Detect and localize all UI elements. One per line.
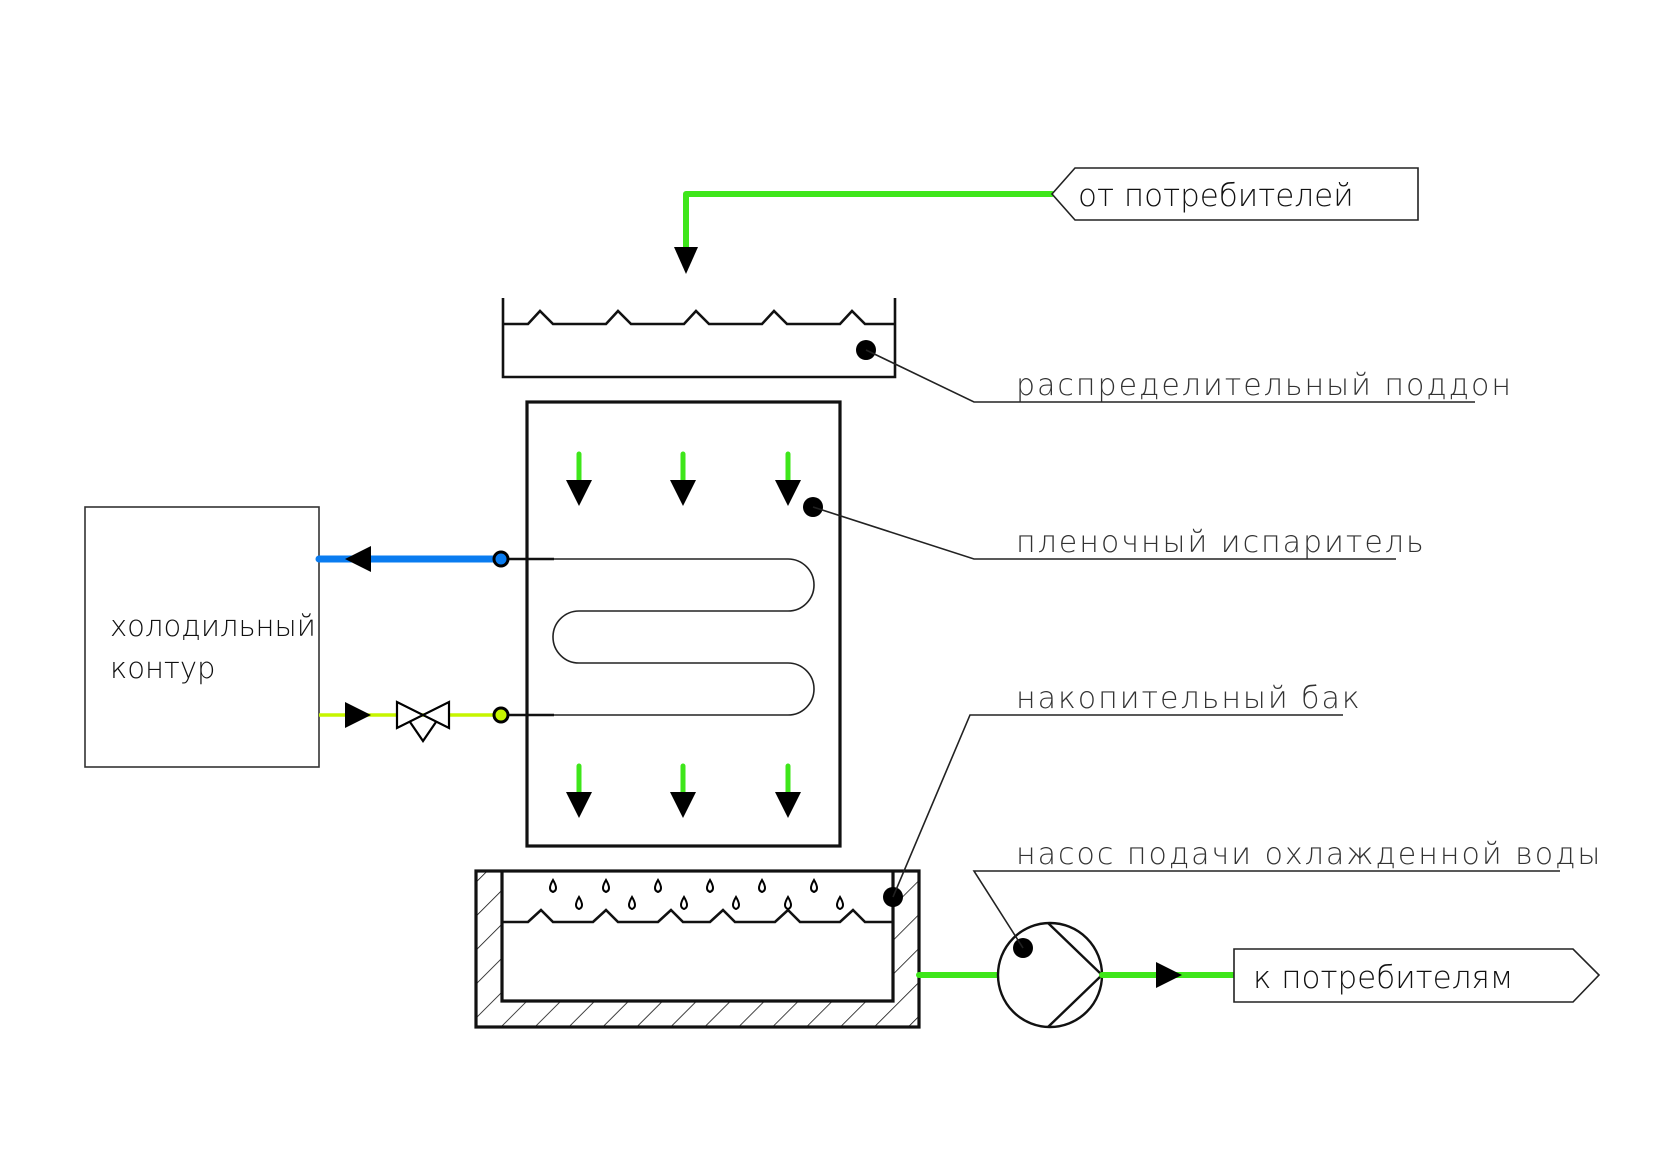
arrow-down-icon <box>775 480 801 506</box>
water-drop-icon <box>784 895 792 911</box>
water-drop-icon <box>758 878 766 894</box>
valve-icon <box>395 700 451 743</box>
arrow-down-icon <box>670 792 696 818</box>
arrow-right-icon <box>345 702 371 728</box>
refrigeration-box-line2: контур <box>110 651 215 685</box>
refrigeration-circuit-box: холодильный контур <box>84 506 320 768</box>
film-evaporator <box>500 400 842 848</box>
svg-text:накопительный бак: накопительный бак <box>1016 681 1362 716</box>
svg-text:распределительный поддон: распределительный поддон <box>1016 368 1513 403</box>
callout-distribution-tray: распределительный поддон <box>865 349 1513 403</box>
water-drop-icon <box>836 895 844 911</box>
arrow-down-icon <box>566 792 592 818</box>
arrow-left-icon <box>345 546 371 572</box>
storage-tank <box>474 869 921 1029</box>
water-drop-icon <box>628 895 636 911</box>
outlet-terminal-label: к потребителям <box>1253 960 1513 996</box>
refrigerant-vapor-line <box>315 546 510 572</box>
inlet-pipe <box>674 191 1055 274</box>
callout-film-evaporator: пленочный испаритель <box>812 506 1426 560</box>
water-drops <box>549 878 844 911</box>
chilled-water-pump <box>996 921 1104 1029</box>
water-drop-icon <box>680 895 688 911</box>
arrow-down-icon <box>775 792 801 818</box>
water-drop-icon <box>706 878 714 894</box>
water-drop-icon <box>732 895 740 911</box>
arrow-right-icon <box>1156 962 1182 988</box>
svg-text:насос подачи охлажденной во: насос подачи охлажденной воды <box>1016 837 1602 872</box>
outlet-terminal: к потребителям <box>1233 948 1601 1003</box>
inlet-terminal-label: от потребителей <box>1078 178 1354 214</box>
flow-arrows-bottom <box>566 763 801 818</box>
arrow-down-icon <box>566 480 592 506</box>
svg-text:пленочный испаритель: пленочный испаритель <box>1016 525 1426 560</box>
water-drop-icon <box>575 895 583 911</box>
refrigeration-box-line1: холодильный <box>110 609 316 643</box>
inlet-terminal: от потребителей <box>1050 167 1419 221</box>
refrigerant-liquid-line <box>319 700 510 743</box>
water-drop-icon <box>602 878 610 894</box>
arrow-down-icon <box>670 480 696 506</box>
distribution-tray <box>501 298 897 379</box>
water-drop-icon <box>549 878 557 894</box>
water-drop-icon <box>810 878 818 894</box>
outlet-pipe <box>1099 962 1237 988</box>
arrow-down-icon <box>674 247 698 274</box>
flow-arrows-top <box>566 451 801 506</box>
water-drop-icon <box>654 878 662 894</box>
callout-storage-tank: накопительный бак <box>892 681 1362 898</box>
callout-chilled-water-pump: насос подачи охлажденной воды <box>972 837 1602 949</box>
